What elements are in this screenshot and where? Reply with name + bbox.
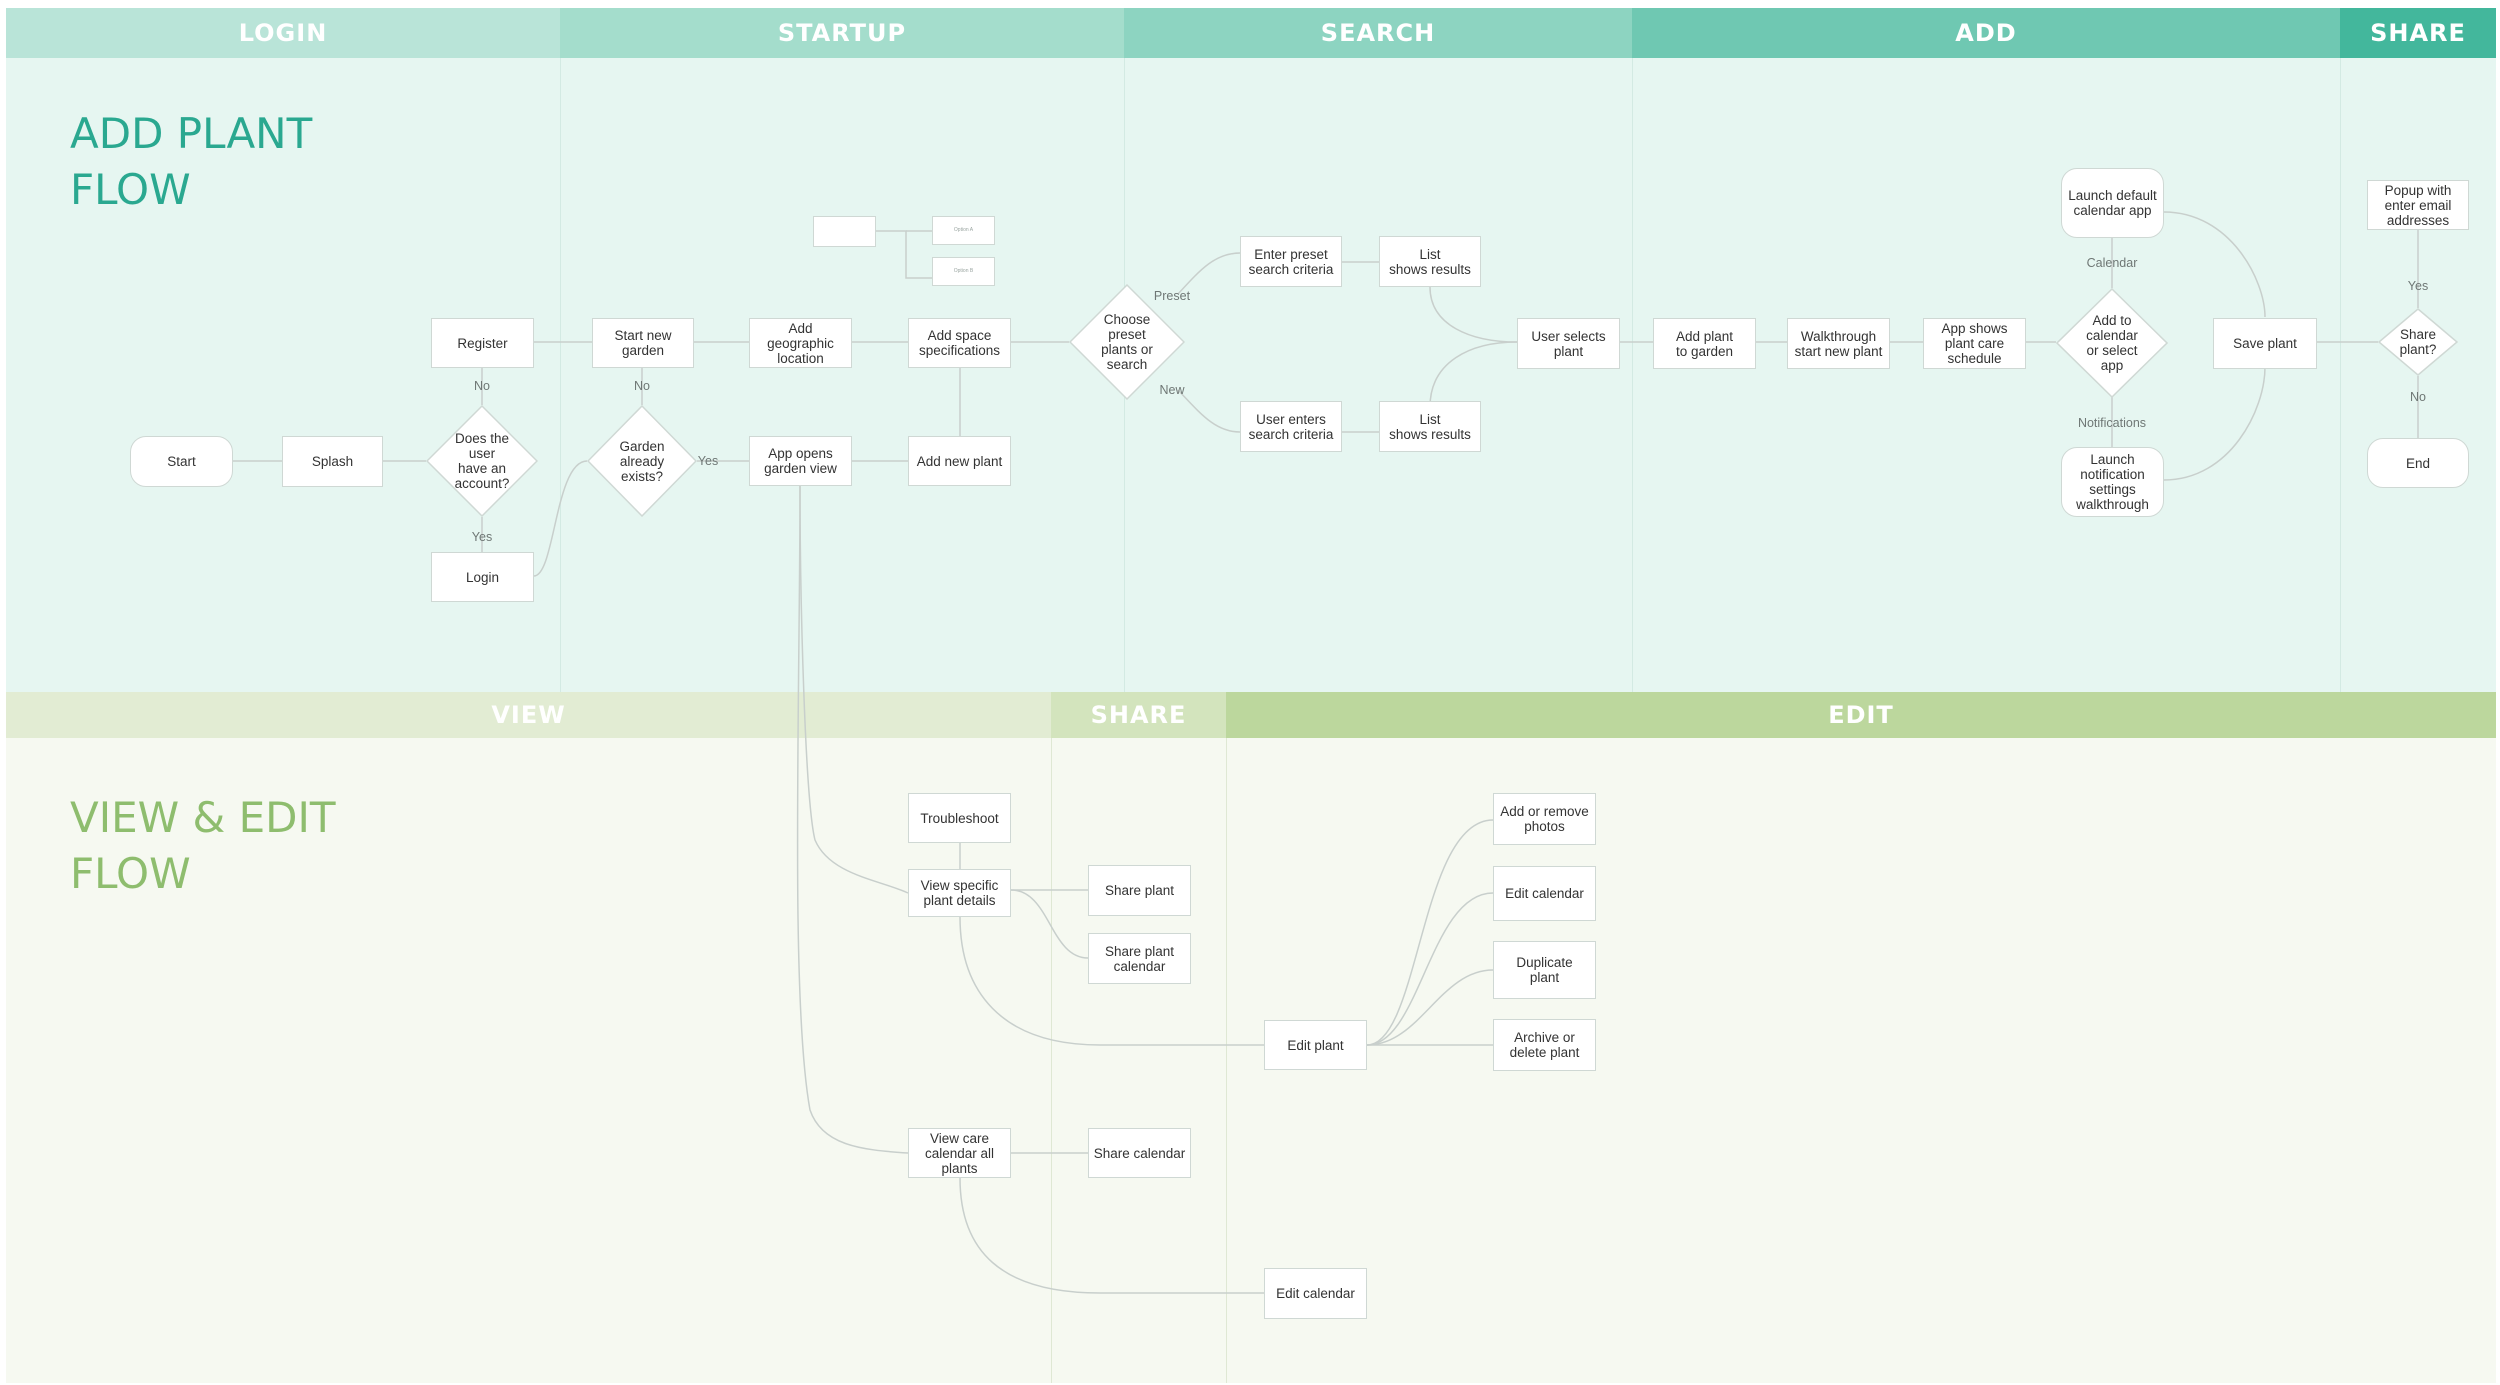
edge — [876, 230, 932, 279]
edge — [1366, 819, 1494, 1046]
lane-header-share-bottom: SHARE — [1051, 692, 1226, 738]
add-remove-photos-node[interactable]: Add or remove photos — [1493, 793, 1596, 845]
share-plant-node[interactable]: Share plant — [1088, 865, 1191, 916]
edge-label-yes: Yes — [471, 530, 493, 544]
add-geo-node[interactable]: Add geographic location — [749, 318, 852, 368]
splash-node[interactable]: Splash — [282, 436, 383, 487]
edge — [2163, 366, 2266, 481]
list-results-2-node[interactable]: List shows results — [1379, 401, 1481, 452]
app-opens-garden-node[interactable]: App opens garden view — [749, 436, 852, 486]
option-a-node: Option A — [932, 216, 995, 245]
lane-header-startup: STARTUP — [560, 8, 1124, 58]
edge — [2163, 211, 2266, 318]
add-flow-band — [6, 58, 2496, 692]
lane-divider — [1226, 738, 1227, 1383]
edge-label-notifications: Notifications — [2077, 416, 2147, 430]
edge-label-no: No — [474, 379, 490, 393]
add-plant-garden-node[interactable]: Add plant to garden — [1653, 318, 1756, 369]
user-enters-node[interactable]: User enters search criteria — [1240, 401, 1342, 452]
lane-header-login: LOGIN — [6, 8, 560, 58]
edge-label-new: New — [1159, 383, 1185, 397]
add-plant-flow-title: ADD PLANT FLOW — [70, 109, 313, 214]
edge — [1010, 889, 1089, 959]
walkthrough-node[interactable]: Walkthrough start new plant — [1787, 318, 1890, 369]
lane-divider — [1051, 738, 1052, 1383]
edge — [959, 916, 1264, 1046]
add-to-calendar-decision[interactable]: Add to calendar or select app — [2056, 288, 2168, 398]
edge — [533, 460, 588, 577]
login-node[interactable]: Login — [431, 552, 534, 602]
edge — [796, 484, 909, 1154]
edge-label-preset: Preset — [1153, 289, 1191, 303]
edge — [799, 484, 909, 894]
decision-diamond — [426, 405, 538, 517]
choose-preset-label: Choose preset plants or search — [1101, 312, 1153, 372]
decision-diamond — [1069, 284, 1185, 400]
lane-divider — [2340, 58, 2341, 692]
option-b-node: Option B — [932, 257, 995, 286]
edge — [1366, 969, 1494, 1046]
has-account-label: Does the user have an account? — [454, 431, 510, 491]
add-new-plant-node[interactable]: Add new plant — [908, 436, 1011, 486]
share-plant-decision[interactable]: Share plant? — [2378, 308, 2458, 376]
add-to-calendar-label: Add to calendar or select app — [2086, 313, 2138, 373]
edge — [1429, 286, 1518, 343]
edit-calendar-node[interactable]: Edit calendar — [1493, 866, 1596, 921]
share-plant-label: Share plant? — [2399, 327, 2437, 357]
lane-header-search: SEARCH — [1124, 8, 1632, 58]
edge — [1429, 341, 1518, 408]
launch-notifications-node[interactable]: Launch notification settings walkthrough — [2061, 447, 2164, 517]
end-node[interactable]: End — [2367, 438, 2469, 488]
archive-delete-node[interactable]: Archive or delete plant — [1493, 1019, 1596, 1071]
garden-exists-label: Garden already exists? — [619, 438, 665, 484]
edge-label-calendar: Calendar — [2086, 256, 2138, 270]
lane-header-edit: EDIT — [1226, 692, 2496, 738]
edge — [1366, 892, 1494, 1046]
decision-diamond — [2378, 308, 2458, 376]
edit-plant-node[interactable]: Edit plant — [1264, 1020, 1367, 1070]
edge-label-no: No — [2410, 390, 2426, 404]
app-shows-schedule-node[interactable]: App shows plant care schedule — [1923, 318, 2026, 369]
edge — [1177, 252, 1241, 295]
view-flow-band — [6, 738, 2496, 1383]
choose-preset-decision[interactable]: Choose preset plants or search — [1069, 284, 1185, 400]
placeholder-node — [813, 216, 876, 247]
start-new-garden-node[interactable]: Start new garden — [592, 318, 694, 368]
share-plant-calendar-node[interactable]: Share plant calendar — [1088, 933, 1191, 984]
lane-header-share: SHARE — [2340, 8, 2496, 58]
edit-calendar-bottom-node[interactable]: Edit calendar — [1264, 1268, 1367, 1319]
duplicate-plant-node[interactable]: Duplicate plant — [1493, 941, 1596, 999]
add-space-node[interactable]: Add space specifications — [908, 318, 1011, 368]
popup-email-node[interactable]: Popup with enter email addresses — [2367, 180, 2469, 230]
edge-label-no: No — [634, 379, 650, 393]
edge-label-yes: Yes — [697, 454, 719, 468]
view-specific-node[interactable]: View specific plant details — [908, 869, 1011, 917]
decision-diamond — [587, 405, 697, 517]
troubleshoot-node[interactable]: Troubleshoot — [908, 793, 1011, 843]
save-plant-node[interactable]: Save plant — [2213, 318, 2317, 369]
garden-exists-decision[interactable]: Garden already exists? — [587, 405, 697, 517]
decision-diamond — [2056, 288, 2168, 398]
enter-preset-node[interactable]: Enter preset search criteria — [1240, 236, 1342, 287]
view-edit-flow-title: VIEW & EDIT FLOW — [70, 793, 336, 898]
lane-divider — [560, 58, 561, 692]
has-account-decision[interactable]: Does the user have an account? — [426, 405, 538, 517]
share-calendar-node[interactable]: Share calendar — [1088, 1128, 1191, 1178]
edge-label-yes: Yes — [2407, 279, 2429, 293]
view-care-calendar-node[interactable]: View care calendar all plants — [908, 1128, 1011, 1178]
start-node[interactable]: Start — [130, 436, 233, 487]
lane-header-view: VIEW — [6, 692, 1051, 738]
register-node[interactable]: Register — [431, 318, 534, 368]
launch-calendar-node[interactable]: Launch default calendar app — [2061, 168, 2164, 238]
edge — [959, 1177, 1264, 1294]
edge — [1177, 389, 1241, 433]
lane-header-add: ADD — [1632, 8, 2340, 58]
list-results-1-node[interactable]: List shows results — [1379, 236, 1481, 287]
user-selects-node[interactable]: User selects plant — [1517, 318, 1620, 369]
lane-divider — [1632, 58, 1633, 692]
